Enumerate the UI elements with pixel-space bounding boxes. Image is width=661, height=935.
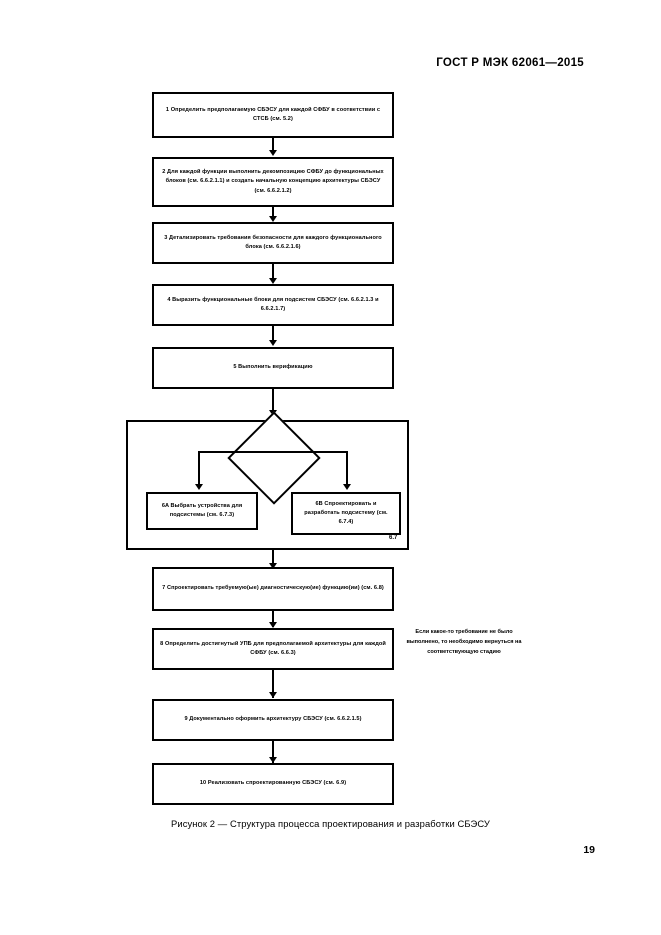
arrowhead-9-to-10 bbox=[269, 757, 277, 763]
connector-5-to-decision bbox=[272, 389, 274, 416]
flow-node-step-9: 9 Документально оформить архитектуру СБЭ… bbox=[152, 699, 394, 741]
arrowhead-8-to-9 bbox=[269, 692, 277, 698]
arrowhead-2-to-3 bbox=[269, 216, 277, 222]
connector-3-to-4 bbox=[272, 264, 274, 280]
connector-4-to-5 bbox=[272, 326, 274, 342]
connector-8-to-9 bbox=[272, 670, 274, 698]
connector-7-to-8 bbox=[272, 611, 274, 627]
arrowhead-group-to-7 bbox=[269, 563, 277, 569]
flow-node-step-3-label: 3 Детализировать требования безопасности… bbox=[164, 234, 382, 250]
decision-diamond bbox=[227, 411, 321, 505]
flow-node-step-7: 7 Спроектировать требуемую(ые) диагности… bbox=[152, 567, 394, 611]
figure-side-note: Если какое-то требование не было выполне… bbox=[406, 629, 522, 655]
flow-node-step-2: 2 Для каждой функции выполнить декомпози… bbox=[152, 157, 394, 207]
document-header: ГОСТ Р МЭК 62061—2015 bbox=[436, 57, 584, 69]
arrowhead-7-to-8 bbox=[269, 622, 277, 628]
flow-node-step-6b: 6B Спроектировать и разработать подсисте… bbox=[291, 492, 401, 535]
connector-2-to-3 bbox=[272, 207, 274, 219]
flow-node-step-8: 8 Определить достигнутый УПБ для предпол… bbox=[152, 628, 394, 670]
arrowhead-3-to-4 bbox=[269, 278, 277, 284]
flow-node-step-6b-label: 6B Спроектировать и разработать подсисте… bbox=[304, 500, 388, 526]
flow-node-step-4-label: 4 Выразить функциональные блоки для подс… bbox=[167, 296, 379, 312]
flow-node-step-3: 3 Детализировать требования безопасности… bbox=[152, 222, 394, 264]
flow-node-step-7-label: 7 Спроектировать требуемую(ые) диагности… bbox=[162, 585, 384, 592]
flow-node-step-8-label: 8 Определить достигнутый УПБ для предпол… bbox=[160, 640, 386, 656]
connector-1-to-2 bbox=[272, 138, 274, 151]
connector-decision-split bbox=[198, 451, 348, 453]
flow-node-step-9-label: 9 Документально оформить архитектуру СБЭ… bbox=[184, 716, 362, 723]
connector-9-to-10 bbox=[272, 741, 274, 763]
arrowhead-decision-to-6b bbox=[343, 484, 351, 490]
flow-node-step-2-label: 2 Для каждой функции выполнить декомпози… bbox=[162, 169, 384, 194]
flow-node-step-6a: 6A Выбрать устройства для подсистемы (см… bbox=[146, 492, 258, 530]
flow-group-label-6-7: 6.7 bbox=[389, 535, 398, 541]
connector-decision-to-6a bbox=[198, 451, 200, 488]
flow-node-step-1: 1 Определить предполагаемую СБЭСУ для ка… bbox=[152, 92, 394, 138]
figure-caption: Рисунок 2 — Структура процесса проектиро… bbox=[171, 818, 490, 829]
flow-node-step-4: 4 Выразить функциональные блоки для подс… bbox=[152, 284, 394, 326]
flow-node-step-10-label: 10 Реализовать спроектированную СБЭСУ (с… bbox=[199, 780, 347, 787]
connector-decision-to-6b bbox=[346, 451, 348, 488]
flow-node-step-5-label: 5 Выполнить верификацию bbox=[233, 364, 313, 371]
arrowhead-1-to-2 bbox=[269, 150, 277, 156]
flow-node-step-6a-label: 6A Выбрать устройства для подсистемы (см… bbox=[161, 502, 243, 518]
flow-node-step-1-label: 1 Определить предполагаемую СБЭСУ для ка… bbox=[165, 106, 381, 122]
page-number: 19 bbox=[583, 844, 595, 856]
connector-group-to-7 bbox=[272, 550, 274, 568]
arrowhead-decision-to-6a bbox=[195, 484, 203, 490]
flow-node-step-10: 10 Реализовать спроектированную СБЭСУ (с… bbox=[152, 763, 394, 805]
flow-node-step-5: 5 Выполнить верификацию bbox=[152, 347, 394, 389]
arrowhead-4-to-5 bbox=[269, 340, 277, 346]
